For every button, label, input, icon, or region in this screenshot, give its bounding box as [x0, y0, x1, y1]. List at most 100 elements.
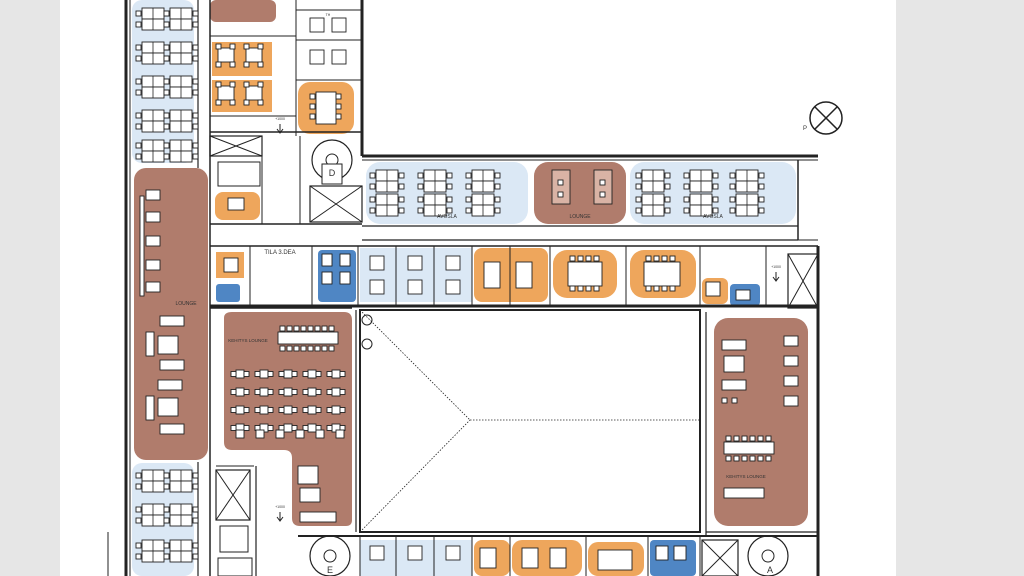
chair [192, 112, 199, 119]
chair [326, 407, 333, 413]
chair [192, 44, 199, 51]
chair [229, 43, 236, 50]
chair [645, 255, 652, 262]
desk [369, 545, 385, 561]
chair [729, 207, 736, 214]
chair [765, 435, 772, 442]
chair [243, 371, 250, 377]
chair [577, 255, 584, 262]
level-arrow-icon [772, 276, 780, 282]
chair [215, 99, 222, 106]
stair-label-a: A [767, 565, 773, 575]
chair [314, 325, 321, 332]
chair [230, 425, 237, 431]
chair [446, 172, 453, 179]
meeting-table [245, 47, 263, 63]
chair [293, 345, 300, 352]
chair [135, 123, 142, 130]
chair [446, 207, 453, 214]
chair [398, 183, 405, 190]
chair [278, 389, 285, 395]
level-marker: +1000 [275, 505, 285, 509]
chair [192, 506, 199, 513]
coffee-table [157, 397, 179, 417]
sofa [159, 423, 185, 435]
chair [557, 179, 564, 186]
chair [417, 183, 424, 190]
desk [369, 279, 385, 295]
zone-label-open-office: AVOSLA [703, 214, 723, 220]
chair [683, 172, 690, 179]
chair [758, 172, 765, 179]
chair [163, 483, 170, 490]
chair [309, 103, 316, 110]
chair [494, 207, 501, 214]
chair [733, 455, 740, 462]
chair [215, 61, 222, 68]
meeting-table [521, 547, 539, 569]
chair [135, 78, 142, 85]
chair [339, 371, 346, 377]
armchair [783, 395, 799, 407]
chair [215, 43, 222, 50]
chair [599, 191, 606, 198]
meeting-table [217, 47, 235, 63]
chair [398, 172, 405, 179]
chair [326, 371, 333, 377]
chair [335, 113, 342, 120]
toilet [339, 271, 351, 285]
chair [135, 44, 142, 51]
chair [163, 506, 170, 513]
sofa [159, 315, 185, 327]
chair [494, 183, 501, 190]
desk [407, 279, 423, 295]
chair [230, 371, 237, 377]
chair [725, 435, 732, 442]
chair [749, 435, 756, 442]
chair [135, 21, 142, 28]
chair [315, 407, 322, 413]
chair [243, 407, 250, 413]
sofa [157, 379, 183, 391]
chair [465, 183, 472, 190]
chair [749, 455, 756, 462]
cafe-table [307, 387, 317, 397]
chair [192, 472, 199, 479]
chair [163, 123, 170, 130]
desk [331, 17, 347, 33]
chair [683, 183, 690, 190]
chair [307, 325, 314, 332]
zone-label-lounge: LOUNGE [569, 214, 591, 220]
chair [369, 207, 376, 214]
cafe-table [331, 387, 341, 397]
chair [369, 196, 376, 203]
chair [465, 207, 472, 214]
armchair [145, 189, 161, 201]
cafe-table [235, 387, 245, 397]
armchair [783, 375, 799, 387]
chair [230, 389, 237, 395]
toilet [321, 271, 333, 285]
cafe-table [331, 405, 341, 415]
desk [309, 49, 325, 65]
chair [254, 371, 261, 377]
chair [758, 207, 765, 214]
wall-bench [139, 195, 145, 297]
chair [300, 345, 307, 352]
meeting-table [515, 261, 533, 289]
chair [339, 407, 346, 413]
toilet [321, 253, 333, 267]
cafe-table [283, 405, 293, 415]
toilet [655, 545, 669, 561]
chair [417, 207, 424, 214]
chair [243, 81, 250, 88]
chair [494, 196, 501, 203]
chair [593, 285, 600, 292]
room-label: TH [326, 13, 331, 17]
chair [307, 345, 314, 352]
chair [757, 455, 764, 462]
chair [669, 285, 676, 292]
cafe-table [331, 369, 341, 379]
chair [192, 542, 199, 549]
